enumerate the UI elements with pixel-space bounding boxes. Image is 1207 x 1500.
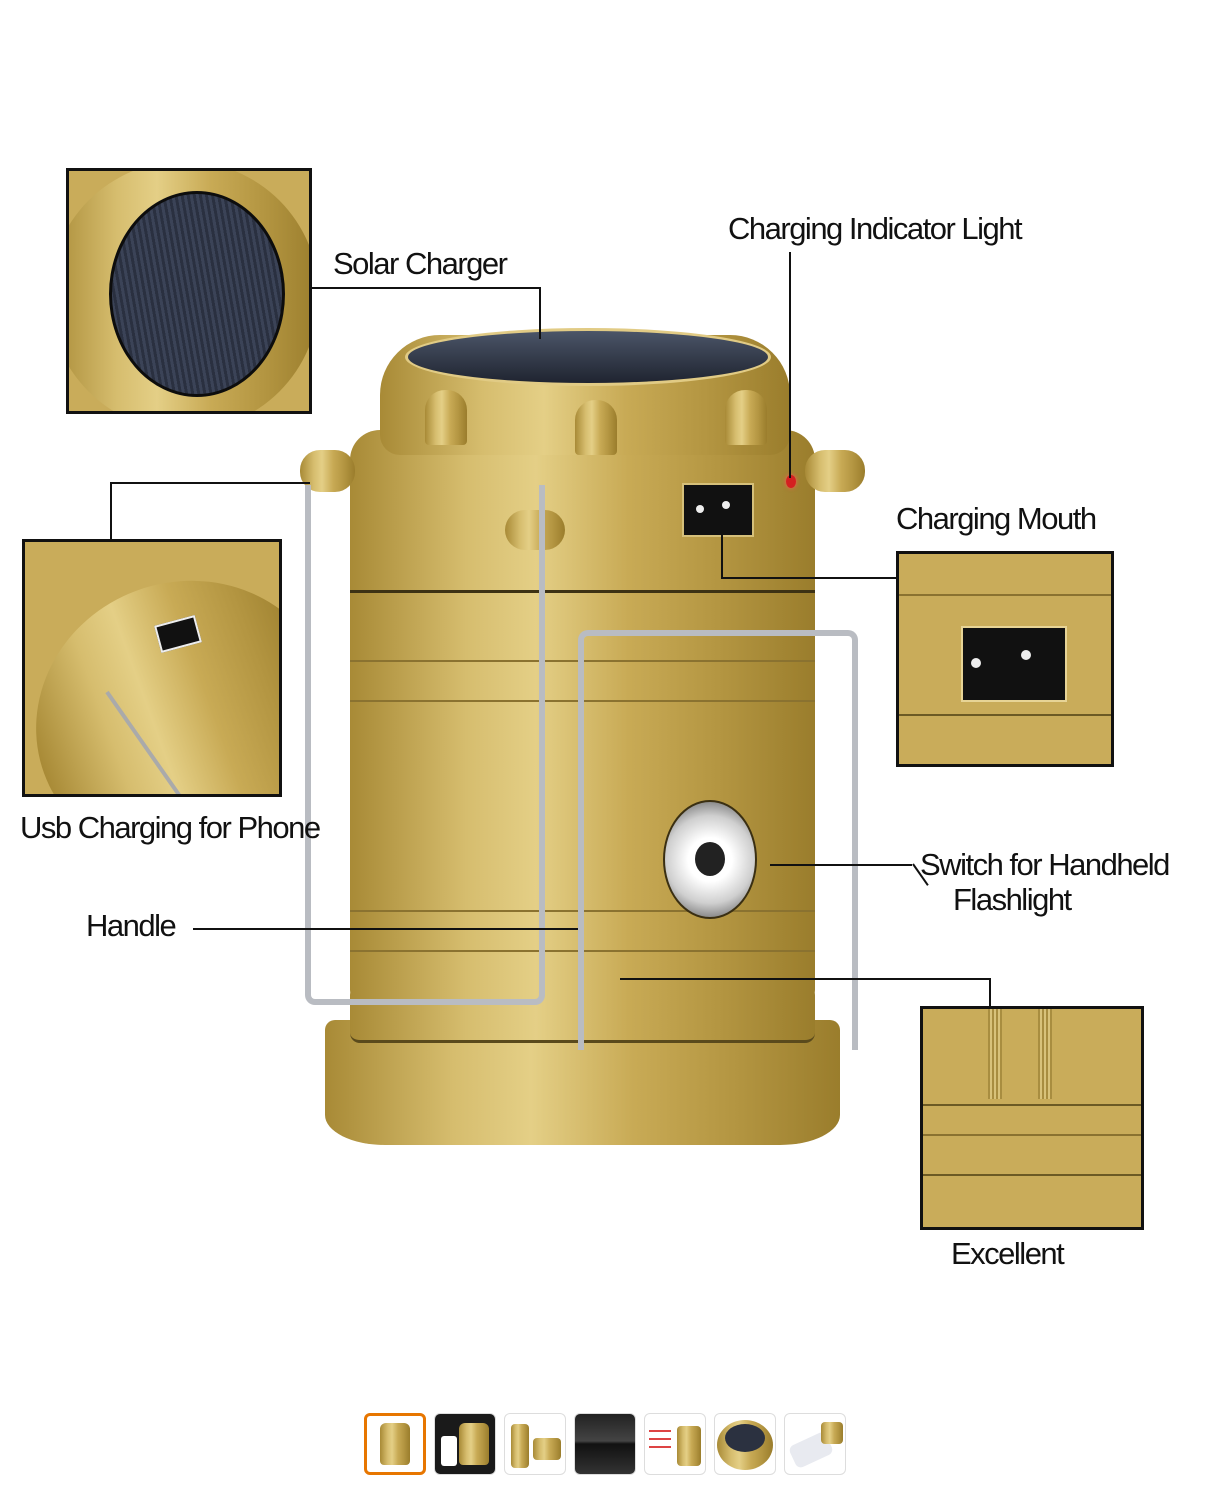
wire-handle-left[interactable] <box>305 485 545 1005</box>
label-handle: Handle <box>86 908 177 943</box>
flashlight-switch[interactable] <box>663 800 757 919</box>
thumbnail-6[interactable] <box>714 1413 776 1475</box>
thumbnail-7[interactable] <box>784 1413 846 1475</box>
inset-solar-charger <box>66 168 312 414</box>
solar-panel-closeup <box>109 191 285 397</box>
label-switch-line1: Switch for Handheld <box>920 847 1170 882</box>
thumbnail-strip <box>364 1413 846 1475</box>
label-charging-indicator: Charging Indicator Light <box>728 211 1023 246</box>
inset-usb-charging <box>22 539 282 797</box>
label-excellent: Excellent <box>951 1236 1065 1271</box>
thumbnail-1[interactable] <box>364 1413 426 1475</box>
thumbnail-5[interactable] <box>644 1413 706 1475</box>
charging-port <box>682 483 754 537</box>
label-charging-mouth: Charging Mouth <box>896 501 1097 536</box>
thumbnail-4[interactable] <box>574 1413 636 1475</box>
label-switch-line2: Flashlight <box>953 882 1072 917</box>
indicator-light-icon <box>786 475 796 488</box>
solar-panel <box>405 328 771 386</box>
main-product-image <box>295 320 885 1360</box>
label-solar-charger: Solar Charger <box>333 246 508 281</box>
charging-port-closeup <box>961 626 1067 702</box>
switch-button-icon <box>695 842 725 876</box>
wire-handle-right[interactable] <box>578 630 858 1050</box>
inset-charging-mouth <box>896 551 1114 767</box>
thumbnail-2[interactable] <box>434 1413 496 1475</box>
inset-excellent <box>920 1006 1144 1230</box>
thumbnail-3[interactable] <box>504 1413 566 1475</box>
phone-icon <box>441 1436 457 1466</box>
label-usb-charging: Usb Charging for Phone <box>20 810 321 845</box>
